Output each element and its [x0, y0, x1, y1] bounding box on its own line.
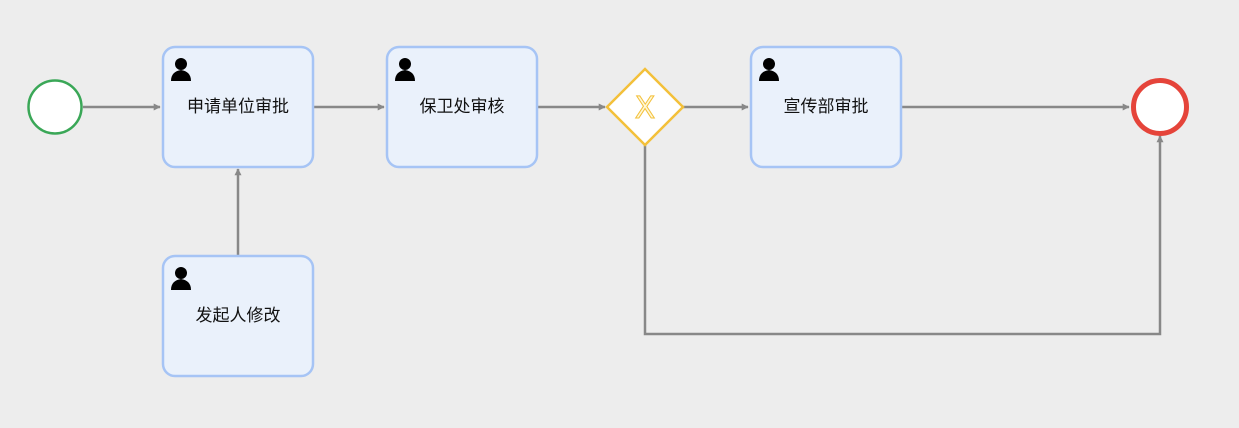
flow-gateway-to-end[interactable] [643, 135, 1164, 336]
task-initiator-modify[interactable]: 发起人修改 [161, 254, 315, 378]
end-event[interactable] [1131, 78, 1189, 136]
start-event[interactable] [27, 79, 83, 135]
task-security-review[interactable]: 保卫处审核 [385, 45, 539, 169]
task-label-publicity-approval: 宣传部审批 [784, 97, 869, 117]
task-label-unit-approval: 申请单位审批 [187, 97, 289, 117]
task-label-security-review: 保卫处审核 [420, 97, 505, 117]
exclusive-gateway[interactable]: X [605, 67, 685, 147]
task-unit-approval[interactable]: 申请单位审批 [161, 45, 315, 169]
task-publicity-approval[interactable]: 宣传部审批 [749, 45, 903, 169]
exclusive-gateway-icon: X [635, 91, 656, 126]
task-label-initiator-modify: 发起人修改 [196, 306, 281, 326]
